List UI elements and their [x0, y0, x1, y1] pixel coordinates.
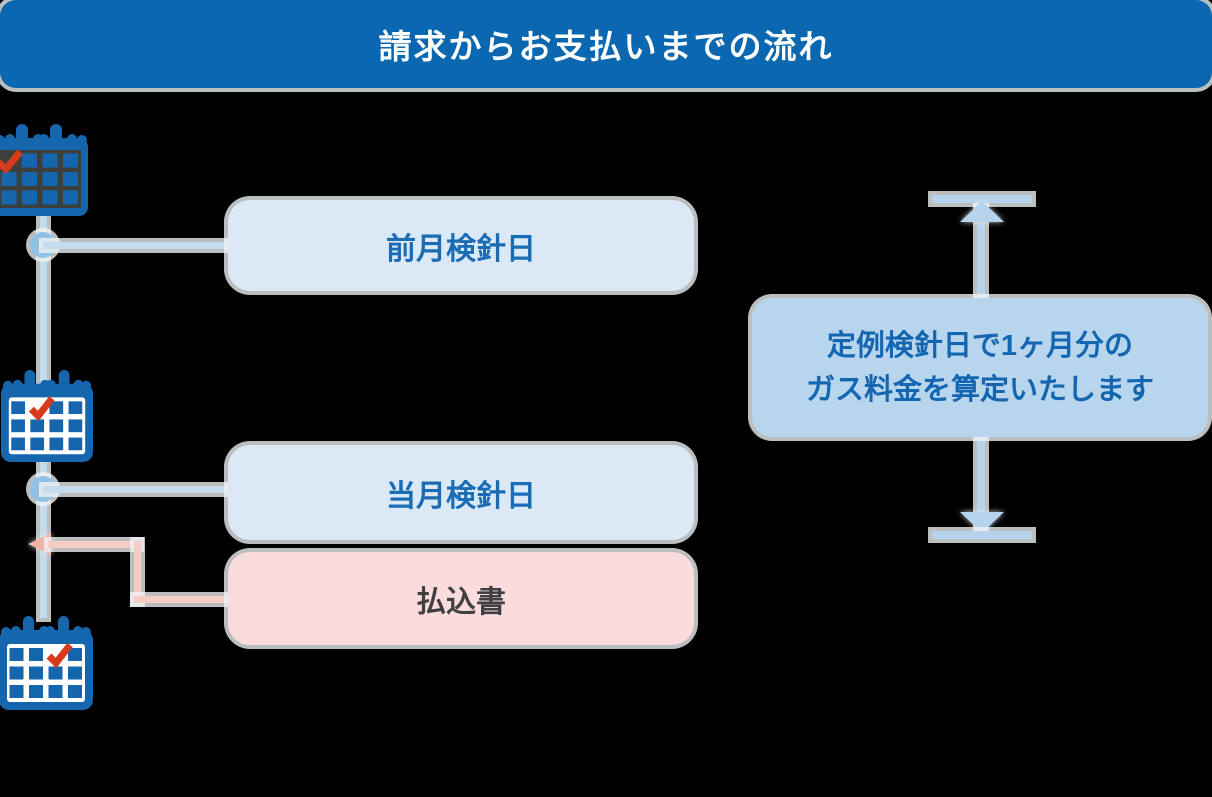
step-box-current-month-reading: 当月検針日 [228, 445, 694, 540]
calendar-payment-icon [0, 616, 93, 710]
payment-slip-arrow-icon [28, 533, 51, 555]
check-mark [28, 396, 55, 422]
step-label-payment-slip: 払込書 [416, 585, 506, 619]
payment-slip-connector-vertical [134, 541, 141, 603]
connector-current-month [43, 486, 228, 493]
connector-prev-month [43, 242, 228, 249]
arrow-down-icon [960, 512, 1004, 533]
step-box-payment-slip: 払込書 [228, 552, 694, 645]
calendar-prev-month-icon [0, 124, 88, 216]
payment-slip-connector-bottom [134, 596, 228, 603]
span-marker-top-cap [932, 195, 1032, 203]
step-label-current-month: 当月検針日 [386, 479, 536, 513]
note-line-1: 定例検針日で1ヶ月分の [826, 329, 1134, 362]
payment-slip-connector-top [48, 541, 140, 548]
note-line-2: ガス料金を算定いたします [805, 373, 1154, 406]
arrow-up-icon [960, 201, 1004, 222]
step-label-prev-month: 前月検針日 [386, 232, 536, 266]
step-box-prev-month-reading: 前月検針日 [228, 200, 694, 291]
check-mark [46, 642, 73, 669]
span-marker-bottom-cap [932, 531, 1032, 539]
page-title: 請求からお支払いまでの流れ [378, 28, 834, 65]
note-box: 定例検針日で1ヶ月分の ガス料金を算定いたします [752, 298, 1208, 437]
title-bar: 請求からお支払いまでの流れ [0, 0, 1212, 88]
check-mark [0, 149, 23, 175]
calendar-current-month-icon [0, 370, 94, 463]
